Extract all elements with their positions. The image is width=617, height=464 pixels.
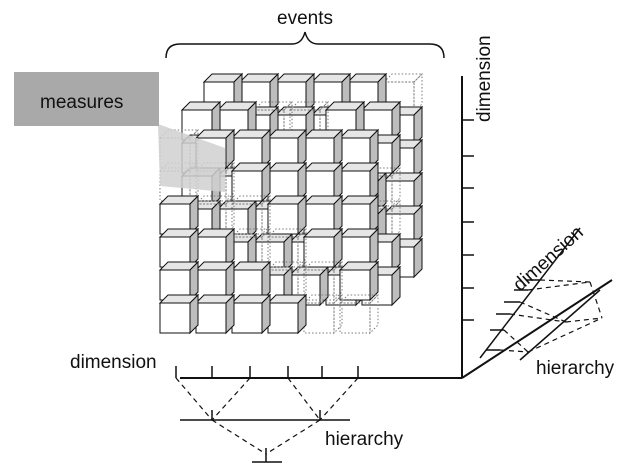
- cube-top-face: [288, 101, 330, 111]
- cube-cell: [230, 194, 272, 236]
- dimension-hierarchy-bottom-dashes: [175, 377, 359, 455]
- cube-cell: [302, 293, 344, 335]
- cube-top-face: [266, 261, 308, 271]
- cube-side-face: [333, 260, 343, 302]
- dimension-diagonal-label: dimension: [509, 222, 587, 296]
- dimension-hierarchy-right-dashes: [499, 279, 603, 353]
- cube-front-face: [361, 175, 393, 207]
- cube-cell: [158, 227, 200, 269]
- cube-cell: [302, 227, 344, 269]
- cube-side-face: [225, 161, 235, 203]
- cube-cell: [338, 194, 380, 236]
- cube-front-face: [339, 302, 371, 334]
- cube-side-face: [261, 227, 271, 269]
- hierarchy-bottom-label: hierarchy: [325, 429, 404, 450]
- callout-box: [14, 72, 159, 126]
- cube-top-face: [230, 228, 272, 238]
- cube-cell: [158, 293, 200, 335]
- cube-cell: [158, 260, 200, 302]
- cube-cell: [302, 161, 344, 203]
- cube-top-face: [194, 195, 236, 205]
- cube-front-face: [231, 203, 263, 235]
- vertical-axis-ticks: [462, 119, 474, 321]
- cube-cell: [194, 260, 236, 302]
- callout-beam: [158, 124, 225, 192]
- cube-side-face: [369, 293, 379, 335]
- cube-cell: [338, 227, 380, 269]
- cube-cell: [302, 260, 344, 302]
- cube-cell: [194, 293, 236, 335]
- events-label: events: [277, 8, 333, 29]
- dimension-top-right-label: dimension: [474, 35, 495, 122]
- cube-cell: [230, 260, 272, 302]
- cube-top-face: [382, 73, 424, 83]
- cube-cell: [302, 128, 344, 170]
- cube-side-face: [333, 293, 343, 335]
- cube-cell: [230, 161, 272, 203]
- cube-side-face: [391, 166, 401, 208]
- measures-label: measures: [40, 92, 123, 113]
- axes: [180, 76, 613, 379]
- cube-side-face: [413, 72, 423, 114]
- cube-top-face: [266, 228, 308, 238]
- cube-top-face: [302, 261, 344, 271]
- cube-front-face: [303, 302, 335, 334]
- cube-grid: [158, 72, 424, 335]
- cube-side-face: [319, 100, 329, 142]
- cube-cell: [338, 293, 380, 335]
- cube-side-face: [261, 194, 271, 236]
- cube-cell: [274, 72, 316, 114]
- cube-cell: [266, 227, 308, 269]
- cube-top-face: [252, 101, 294, 111]
- cube-side-face: [189, 128, 199, 170]
- cube-side-face: [225, 194, 235, 236]
- cube-front-face: [339, 269, 371, 301]
- cube-cell: [194, 227, 236, 269]
- cube-front-face: [231, 170, 263, 202]
- cube-cell: [266, 128, 308, 170]
- cube-cell: [266, 161, 308, 203]
- cube-front-face: [303, 269, 335, 301]
- cube-cell: [382, 171, 424, 213]
- cube-side-face: [297, 227, 307, 269]
- cube-cell: [158, 194, 200, 236]
- dimension-hierarchy-right: [479, 227, 601, 361]
- cube-cell: [266, 194, 308, 236]
- cube-front-face: [231, 302, 263, 334]
- cube-side-face: [283, 100, 293, 142]
- hierarchy-right-label: hierarchy: [536, 358, 615, 379]
- cube-side-face: [391, 199, 401, 241]
- cube-cell: [266, 293, 308, 335]
- cube-cell: [302, 194, 344, 236]
- cube-cell: [338, 128, 380, 170]
- events-brace: [165, 31, 445, 59]
- cube-front-face: [267, 302, 299, 334]
- cube-front-face: [195, 170, 227, 202]
- cube-top-face: [302, 294, 344, 304]
- cube-front-face: [267, 203, 299, 235]
- cube-top-face: [230, 195, 272, 205]
- cube-cell: [230, 128, 272, 170]
- dimension-left-label: dimension: [70, 352, 157, 373]
- measures-callout: measures: [14, 72, 225, 192]
- cube-front-face: [159, 302, 191, 334]
- cube-top-face: [338, 294, 380, 304]
- cube-front-face: [267, 236, 299, 268]
- cube-front-face: [303, 236, 335, 268]
- cube-cell: [338, 260, 380, 302]
- depth-axis: [461, 279, 613, 379]
- cube-cell: [338, 161, 380, 203]
- cube-front-face: [195, 302, 227, 334]
- cube-cell: [230, 293, 272, 335]
- cube-side-face: [297, 260, 307, 302]
- dimension-hierarchy-bottom: [175, 366, 359, 463]
